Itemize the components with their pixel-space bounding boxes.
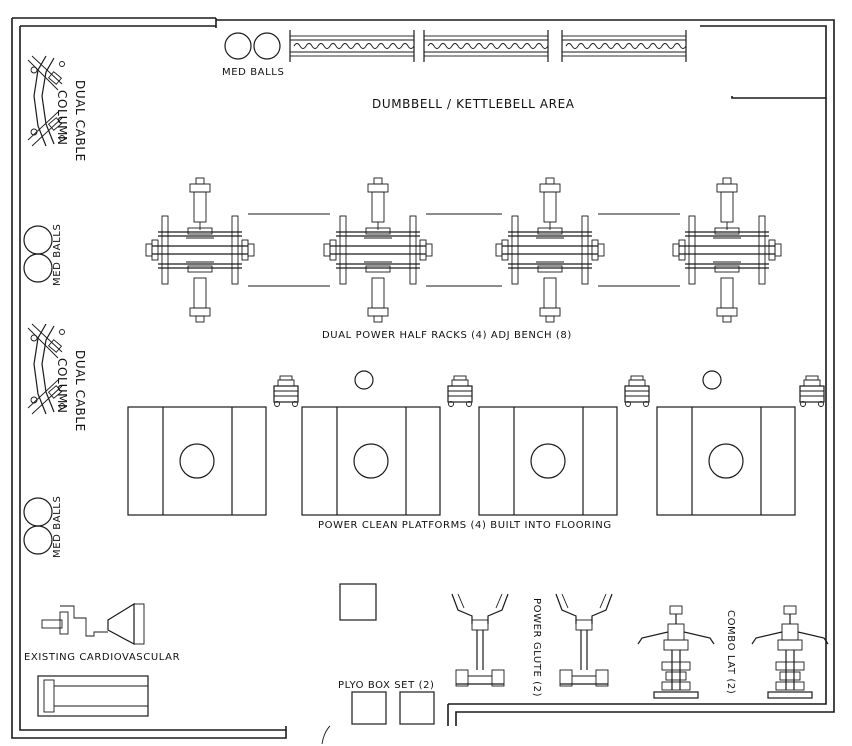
platforms-label: POWER CLEAN PLATFORMS (4) BUILT INTO FLO… — [318, 520, 612, 531]
cardio-label: EXISTING CARDIOVASCULAR — [24, 652, 180, 663]
plyo-box-set: PLYO BOX SET (2) — [338, 583, 435, 725]
med-balls-top-label: MED BALLS — [222, 67, 284, 78]
dual-cable-column-bottom: DUAL CABLE COLUMN — [27, 323, 87, 432]
dual-cable-bottom-label-2: COLUMN — [55, 358, 69, 414]
half-racks-label: DUAL POWER HALF RACKS (4) ADJ BENCH (8) — [322, 330, 572, 341]
combo-lat-machines: COMBO LAT (2) — [637, 605, 829, 699]
power-clean-platforms — [127, 406, 796, 516]
med-balls-side-lower: MED BALLS — [23, 496, 63, 558]
building-walls — [11, 17, 835, 745]
existing-cardio-equipment: EXISTING CARDIOVASCULAR — [24, 602, 180, 717]
dual-cable-bottom-label-1: DUAL CABLE — [73, 350, 87, 432]
med-balls-top: MED BALLS — [222, 32, 284, 78]
plate-carts — [273, 370, 825, 408]
power-glute-label: POWER GLUTE (2) — [531, 598, 542, 697]
med-balls-side-upper: MED BALLS — [23, 224, 63, 286]
plyo-label: PLYO BOX SET (2) — [338, 680, 435, 691]
dual-cable-column-top: DUAL CABLE COLUMN — [27, 55, 87, 162]
combo-lat-label: COMBO LAT (2) — [725, 610, 736, 694]
dumbbell-racks — [289, 29, 687, 63]
dual-cable-top-label-1: DUAL CABLE — [73, 80, 87, 162]
half-racks — [145, 177, 782, 323]
med-balls-side-lower-label: MED BALLS — [52, 496, 63, 558]
dual-cable-top-label-2: COLUMN — [55, 90, 69, 146]
dumbbell-area-label: DUMBBELL / KETTLEBELL AREA — [372, 97, 575, 111]
med-balls-side-upper-label: MED BALLS — [52, 224, 63, 286]
power-glute-machines: POWER GLUTE (2) — [451, 593, 613, 697]
